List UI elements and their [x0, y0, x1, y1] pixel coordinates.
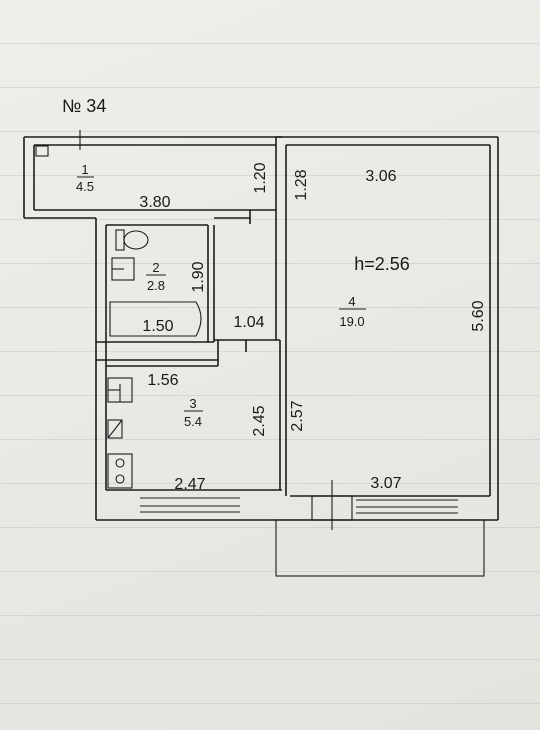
dim-kitchen-top-width: 1.56	[147, 372, 178, 389]
apartment-number: № 34	[62, 96, 106, 116]
dim-corridor-depth: 1.28	[293, 169, 310, 200]
dim-kitchen-bottom-width: 2.47	[174, 476, 205, 493]
bathtub-icon	[109, 301, 202, 337]
room-4-id: 4	[348, 294, 355, 309]
bath-sink-icon	[111, 257, 135, 281]
outer-walls	[23, 136, 499, 521]
balcony	[275, 519, 485, 577]
kitchen-sink-icon	[107, 377, 133, 403]
ceiling-height: h=2.56	[354, 254, 410, 274]
labels: № 34 1 4.5 2 2.8 3 5.4 4 19.0 h=2.56 3.8…	[62, 96, 487, 493]
toilet-icon	[115, 229, 149, 251]
hatched-box-icon	[107, 419, 123, 439]
dim-kitchen-depth: 2.45	[251, 405, 268, 436]
dim-passage-width: 1.04	[233, 314, 264, 331]
dim-hall-width: 3.80	[139, 194, 170, 211]
room-1-id: 1	[81, 162, 88, 177]
partitions	[96, 137, 287, 496]
dim-living-depth: 5.60	[470, 300, 487, 331]
room-3-area: 5.4	[184, 414, 202, 429]
fixtures	[35, 145, 202, 489]
dim-bathtub-length: 1.50	[142, 318, 173, 335]
hall-corner-mark	[35, 145, 49, 157]
stove-icon	[107, 453, 133, 489]
windows	[79, 130, 458, 530]
dim-bath-depth: 1.90	[190, 261, 207, 292]
dim-living-top-width: 3.06	[365, 168, 396, 185]
room-3-id: 3	[189, 396, 196, 411]
room-2-area: 2.8	[147, 278, 165, 293]
dim-living-partition: 2.57	[289, 400, 306, 431]
dim-hall-depth: 1.20	[252, 162, 269, 193]
room-4-area: 19.0	[339, 314, 364, 329]
room-2-id: 2	[152, 260, 159, 275]
dim-living-bottom-width: 3.07	[370, 475, 401, 492]
room-1-area: 4.5	[76, 179, 94, 194]
